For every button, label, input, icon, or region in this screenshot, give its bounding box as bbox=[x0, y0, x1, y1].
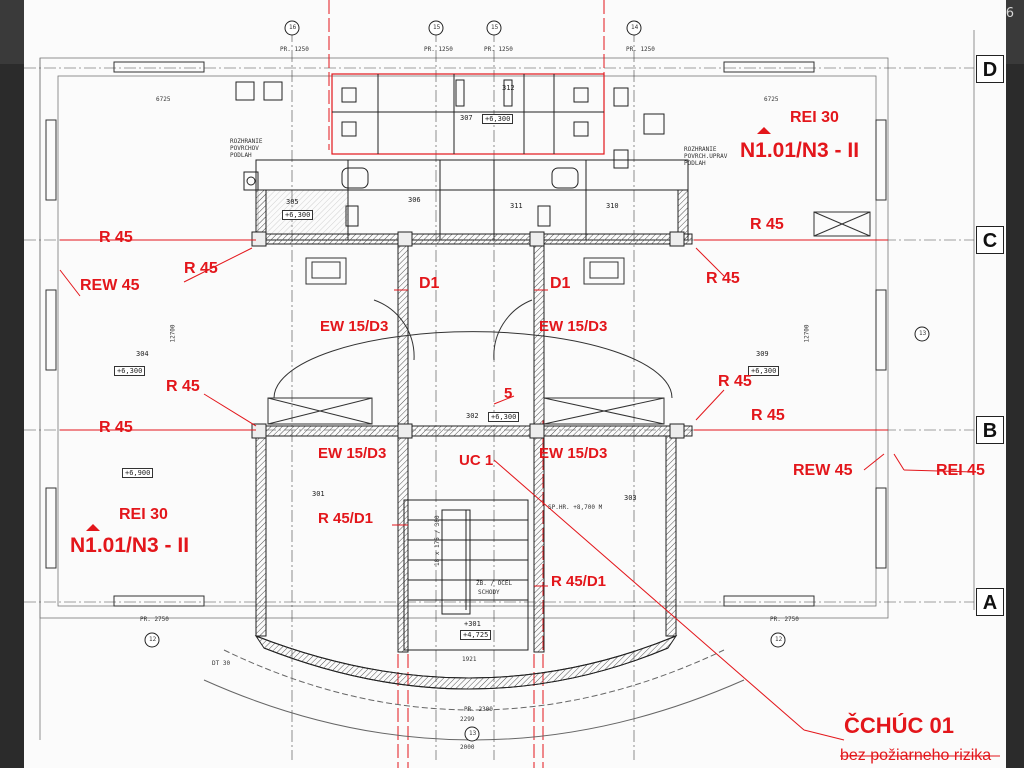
dimension: PR. 1250 bbox=[424, 46, 453, 53]
fire-section-label: N1.01/N3 - II bbox=[740, 139, 860, 162]
elevation-mark: +6,900 bbox=[122, 468, 154, 478]
fire-rating-label: REI 30 bbox=[119, 506, 168, 523]
fire-door-label: D1 bbox=[419, 275, 440, 292]
axis-bubble-label: 14 bbox=[631, 24, 639, 31]
axis-bubble-label: 12 bbox=[149, 636, 157, 643]
page-number: 6 bbox=[1005, 6, 1014, 21]
dimension: PR. 2750 bbox=[140, 616, 169, 623]
axis-bubbles bbox=[144, 20, 930, 742]
columns bbox=[251, 231, 685, 439]
floor-boundary-note: ROZHRANIE POVRCH.UPRAV PODLAH bbox=[684, 146, 728, 167]
stair-note: 18 x 175 / 300 bbox=[434, 515, 441, 566]
ceiling-height: SP.HR. +8,700 M bbox=[548, 504, 603, 511]
dimension: PR. 2300 bbox=[464, 706, 493, 713]
dimension: 1921 bbox=[462, 656, 477, 663]
elevation-mark: +6,300 bbox=[488, 412, 520, 422]
elevation-mark: +6,300 bbox=[282, 210, 314, 220]
door-number: 5 bbox=[504, 385, 513, 402]
room-number: 303 bbox=[624, 494, 637, 502]
windows bbox=[45, 61, 887, 607]
sanitary-core bbox=[331, 73, 605, 155]
floor-boundary-note: ROZHRANIE POVRCHOV PODLAH bbox=[230, 138, 263, 159]
fire-rating-label: EW 15/D3 bbox=[320, 318, 389, 335]
room-number: 304 bbox=[136, 350, 149, 358]
fire-section-label: N1.01/N3 - II bbox=[70, 534, 190, 557]
room-number: 312 bbox=[502, 84, 515, 92]
fire-rating-label: EW 15/D3 bbox=[318, 445, 387, 462]
dimension: PR. 1250 bbox=[280, 46, 309, 53]
room-number: +301 bbox=[464, 620, 481, 628]
room-number: 307 bbox=[460, 114, 473, 122]
fire-rating-label: REW 45 bbox=[793, 462, 853, 479]
dimension: PR. 1250 bbox=[484, 46, 513, 53]
staircase bbox=[403, 499, 529, 651]
room-number: 301 bbox=[312, 490, 325, 498]
dimension: 2299 bbox=[460, 716, 475, 723]
dimension: PR. 2750 bbox=[770, 616, 799, 623]
fire-rating-label: R 45 bbox=[99, 229, 133, 246]
axis-marker-b: B bbox=[976, 416, 1004, 444]
axis-bubble-label: 15 bbox=[491, 24, 499, 31]
fire-rating-label: R 45 bbox=[166, 378, 200, 395]
fire-rating-label: R 45 bbox=[706, 270, 740, 287]
dimension: 2000 bbox=[460, 744, 475, 751]
fire-rating-label: EW 15/D3 bbox=[539, 445, 608, 462]
level-marker-icon bbox=[757, 127, 771, 134]
fire-zone-subtitle: bez požiarneho rizika bbox=[840, 747, 992, 764]
fire-rating-label: R 45 bbox=[750, 216, 784, 233]
dimension: 6725 bbox=[764, 96, 779, 103]
fire-rating-label: EW 15/D3 bbox=[539, 318, 608, 335]
stair-label: SCHODY bbox=[478, 589, 500, 596]
fire-rating-label: R 45/D1 bbox=[551, 573, 607, 590]
axis-marker-a: A bbox=[976, 588, 1004, 616]
dimension: 6725 bbox=[156, 96, 171, 103]
furniture bbox=[267, 211, 871, 425]
axis-marker-c: C bbox=[976, 226, 1004, 254]
fire-zone-title: ČCHÚC 01 bbox=[844, 713, 955, 738]
room-number: 311 bbox=[510, 202, 523, 210]
axis-bubble-label: 12 bbox=[775, 636, 783, 643]
room-number: 305 bbox=[286, 198, 299, 206]
fire-rating-label: R 45 bbox=[99, 419, 133, 436]
level-marker-icon bbox=[86, 524, 100, 531]
fire-rating-label: REI 30 bbox=[790, 109, 839, 126]
dimension: 12700 bbox=[803, 324, 811, 343]
fire-rating-label: R 45/D1 bbox=[318, 510, 374, 527]
axis-bubble-label: 13 bbox=[469, 730, 477, 737]
fire-door-label: D1 bbox=[550, 275, 571, 292]
fire-rating-label: R 45 bbox=[718, 373, 752, 390]
fire-rating-label: REW 45 bbox=[80, 277, 140, 294]
curved-facade-wall bbox=[254, 634, 678, 690]
room-number: 306 bbox=[408, 196, 421, 204]
fire-rating-label: R 45 bbox=[751, 407, 785, 424]
room-number: 309 bbox=[756, 350, 769, 358]
fire-rating-label: REI 45 bbox=[936, 462, 985, 479]
dimension: PR. 1250 bbox=[626, 46, 655, 53]
door-note: DT 30 bbox=[212, 660, 231, 667]
fire-rating-label: R 45 bbox=[184, 260, 218, 277]
fire-leader-lines bbox=[59, 239, 1000, 757]
axis-bubble-label: 16 bbox=[289, 24, 297, 31]
axis-bubble-label: 13 bbox=[919, 330, 927, 337]
room-number: 302 bbox=[466, 412, 479, 420]
walls bbox=[255, 189, 693, 653]
elevation-mark: +4,725 bbox=[460, 630, 492, 640]
drawing-sheet: 16 15 15 14 12 13 12 13 PR. 1250 PR. 125… bbox=[24, 0, 1006, 768]
stair-material: ŽB. / OCEL bbox=[476, 580, 513, 587]
elevation-mark: +6,300 bbox=[114, 366, 146, 376]
dimension: 12700 bbox=[169, 324, 177, 343]
axis-marker-d: D bbox=[976, 55, 1004, 83]
room-number: 310 bbox=[606, 202, 619, 210]
axis-bubble-label: 15 bbox=[433, 24, 441, 31]
fire-rating-label: UC 1 bbox=[459, 452, 494, 469]
elevation-mark: +6,300 bbox=[482, 114, 514, 124]
elevation-mark: +6,300 bbox=[748, 366, 780, 376]
